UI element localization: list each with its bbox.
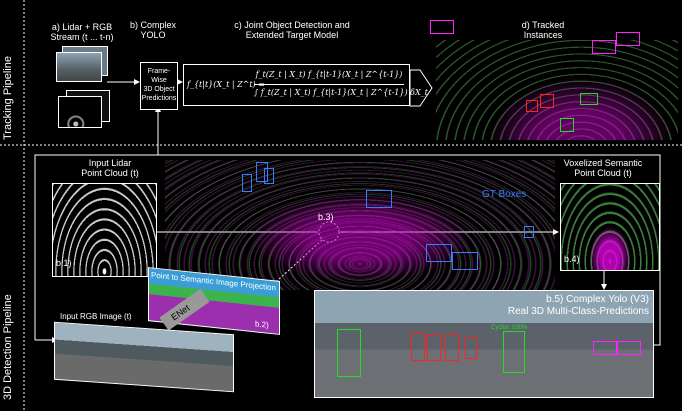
- pred-box-ped-2: [427, 335, 441, 361]
- stream-rgb-thumb-front: [56, 52, 102, 82]
- formula-lhs: f_{t|t}(X_t | Z^t) =: [187, 80, 265, 89]
- gt-box-4: [366, 190, 392, 208]
- formula-box: f_{t|t}(X_t | Z^t) = f_t(Z_t | X_t) f_{t…: [183, 64, 428, 106]
- tracked-box-green-2: [560, 118, 574, 132]
- gt-box-2: [242, 174, 252, 192]
- b5-subtitle: Real 3D Multi-Class-Predictions: [507, 306, 649, 317]
- b3-label: b.3): [318, 212, 334, 222]
- tracked-box-magenta-2: [592, 40, 616, 54]
- gt-box-6: [452, 252, 478, 270]
- pred-box-cyclist-left: [337, 329, 361, 377]
- frame-wise-predictions-box: Frame-Wise 3D Object Predictions: [140, 62, 178, 110]
- pred-box-cyclist-right: [503, 331, 525, 373]
- pred-box-ped-3: [445, 335, 459, 361]
- gt-box-5: [426, 244, 452, 262]
- gt-box-1: [256, 162, 268, 182]
- b2-label: b.2): [255, 319, 269, 330]
- gt-box-7: [524, 226, 534, 238]
- gt-boxes-label: GT Boxes: [482, 189, 527, 200]
- tracking-pipeline-label: Tracking Pipeline: [2, 56, 14, 140]
- tracked-point-cloud: [436, 40, 678, 140]
- pred-box-ped-1: [411, 333, 425, 361]
- semantic-point-cloud: [165, 160, 555, 290]
- tracked-box-magenta-3: [616, 32, 640, 46]
- formula-numerator: f_t(Z_t | X_t) f_{t|t-1}(X_t | Z^{t-1}): [255, 70, 403, 79]
- detection-pipeline-label: 3D Detection Pipeline: [2, 294, 14, 400]
- input-lidar-panel: [52, 183, 157, 277]
- voxelized-panel: [560, 183, 660, 271]
- tracked-box-red-2: [526, 100, 538, 112]
- pred-box-ped-4: [465, 337, 477, 359]
- tracked-box-red-1: [540, 94, 554, 108]
- complex-yolo-panel: b.5) Complex Yolo (V3) Real 3D Multi-Cla…: [314, 290, 654, 398]
- formula-denominator: ∫ f_t(Z_t | X_t) f_{t|t-1}(X_t | Z^{t-1}…: [254, 88, 428, 97]
- pred-box-car-2: [617, 341, 641, 355]
- pred-box-car-1: [593, 341, 617, 355]
- tracked-box-green-1: [580, 93, 598, 105]
- cyclist-label: Cyclist: 100%: [491, 325, 528, 331]
- formula-fraction-bar: [254, 84, 404, 85]
- input-rgb-label: Input RGB Image (t): [60, 312, 132, 321]
- b1-label: b.1): [56, 258, 72, 268]
- b4-label: b.4): [564, 254, 580, 264]
- b5-title: b.5) Complex Yolo (V3): [546, 294, 649, 305]
- stream-lidar-thumb-front: [58, 96, 102, 128]
- tracked-box-magenta-1: [430, 20, 454, 34]
- gt-box-3: [264, 168, 274, 184]
